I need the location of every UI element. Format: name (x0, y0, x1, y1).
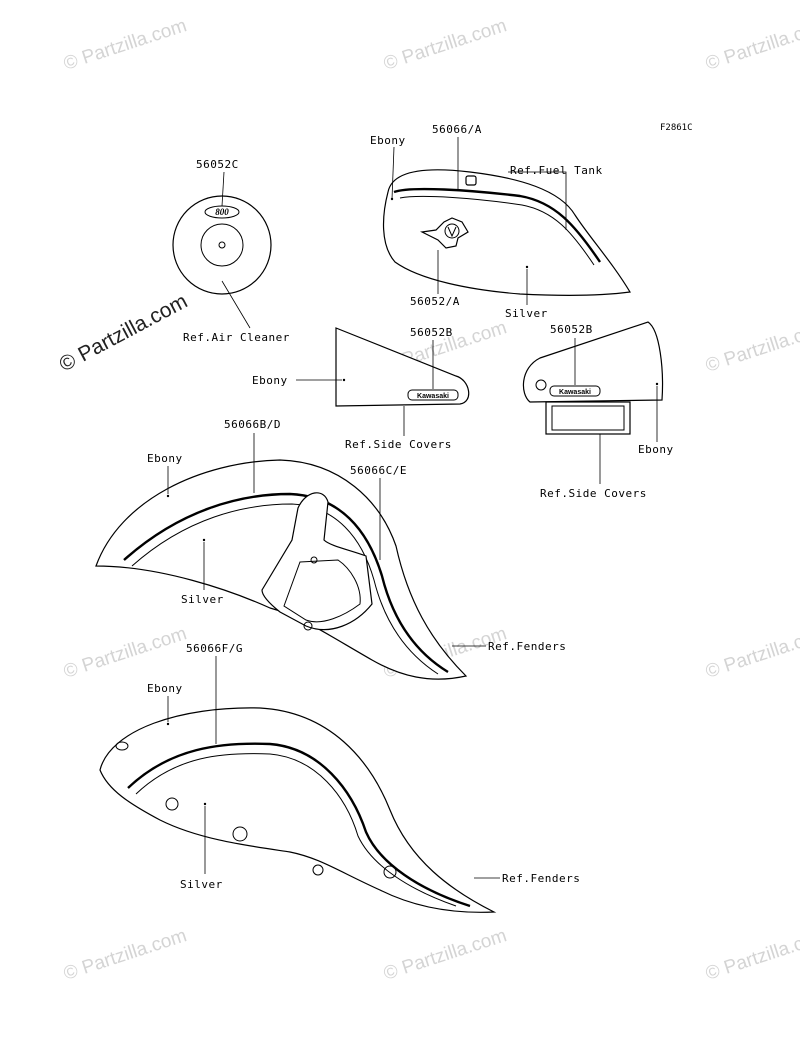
front-fender-color-top: Ebony (147, 452, 183, 465)
side-cover-left-group: Kawasaki 56052B Ebony Ref.Side Covers (252, 326, 470, 451)
air-cleaner-badge-text: 800 (215, 207, 229, 217)
ebony-marker (166, 722, 170, 726)
front-fender-bolt (310, 556, 318, 564)
front-fender-ref: Ref.Fenders (488, 640, 566, 653)
rear-fender-hole (383, 865, 397, 879)
watermark-tile: © Partzilla.com (703, 623, 800, 683)
rear-fender-color-bottom: Silver (180, 878, 223, 891)
ebony-marker (655, 382, 659, 386)
rear-fender-stripe (127, 742, 471, 908)
side-cover-left-color: Ebony (252, 374, 288, 387)
side-cover-right-color: Ebony (638, 443, 674, 456)
rear-fender-stripe-inner (135, 753, 457, 907)
leader-line (508, 171, 567, 230)
rear-fender-hole (165, 797, 179, 811)
rear-fender-ref: Ref.Fenders (502, 872, 580, 885)
side-cover-left-badge (407, 389, 459, 401)
front-fender-stripe-inner (131, 503, 439, 675)
fuel-tank-part-number-emblem: 56052/A (410, 295, 460, 308)
front-fender-color-bottom: Silver (181, 593, 224, 606)
silver-marker (525, 265, 529, 269)
fuel-tank-stripe-inner (399, 195, 595, 266)
fuel-tank-color-right: Silver (505, 307, 548, 320)
side-cover-right-badge (549, 385, 601, 397)
fuel-tank-emblem-v (447, 226, 457, 238)
figure-code: F2861C (660, 123, 693, 133)
fuel-tank-group: Ebony 56066/A Ref.Fuel Tank 56052/A Silv… (370, 123, 631, 320)
front-fender-stripe (123, 492, 449, 674)
watermark-tile: © Partzilla.com (61, 15, 189, 75)
watermark-tile: © Partzilla.com (381, 15, 509, 75)
side-cover-right-group: Kawasaki 56052B Ebony Ref.Side Covers (522, 321, 674, 500)
watermark-tile: © Partzilla.com (61, 925, 189, 985)
fuel-tank-stripe (393, 187, 601, 263)
air-cleaner-ref: Ref.Air Cleaner (183, 331, 290, 344)
side-cover-left-part-number: 56052B (410, 326, 453, 339)
front-fender-bolt (303, 621, 313, 631)
side-cover-right-mount (545, 401, 631, 435)
rear-fender-group: Ebony 56066F/G Silver Ref.Fenders (99, 642, 580, 913)
watermark-tile: © Partzilla.com (703, 925, 800, 985)
front-fender-group: Ebony 56066B/D 56066C/E Silver Ref.Fende… (95, 418, 566, 680)
side-cover-right (522, 321, 664, 403)
fuel-tank-color-left: Ebony (370, 134, 406, 147)
side-cover-left-badge-text: Kawasaki (417, 393, 449, 400)
side-cover-right-badge-text: Kawasaki (559, 389, 591, 396)
air-cleaner-cover (172, 195, 272, 295)
rear-fender-color-top: Ebony (147, 682, 183, 695)
air-cleaner-part-number: 56052C (196, 158, 239, 171)
watermark-tile: © Partzilla.com (61, 623, 189, 683)
fuel-cap (465, 175, 477, 186)
leader-line (221, 171, 225, 207)
silver-marker (203, 802, 207, 806)
side-cover-right-mount-inner (551, 405, 625, 431)
side-cover-right-part-number: 56052B (550, 323, 593, 336)
side-cover-right-ref: Ref.Side Covers (540, 487, 647, 500)
air-cleaner-inner-ring (200, 223, 244, 267)
air-cleaner-center (218, 241, 226, 249)
side-cover-right-hole (535, 379, 547, 391)
front-fender-part-number-stripe2: 56066C/E (350, 464, 407, 477)
leader-line (221, 280, 251, 329)
ebony-marker (166, 494, 170, 498)
watermark-tile: © Partzilla.com (703, 15, 800, 75)
fuel-tank-body (382, 169, 631, 296)
rear-fender-hole (115, 741, 129, 751)
ebony-marker (342, 378, 346, 382)
fuel-tank-ref: Ref.Fuel Tank (510, 164, 603, 177)
watermark-tile: © Partzilla.com (703, 317, 800, 377)
side-cover-left (335, 327, 470, 407)
rear-fender-hole (232, 826, 248, 842)
rear-fender-body (99, 707, 497, 913)
fuel-tank-part-number-stripe: 56066/A (432, 123, 482, 136)
fuel-tank-emblem-ring (444, 223, 460, 239)
leader-line (391, 146, 395, 200)
rear-fender-hole (312, 864, 324, 876)
front-fender-mount-inner (283, 559, 361, 623)
air-cleaner-group: 800 56052C Ref.Air Cleaner (172, 158, 290, 344)
side-cover-left-ref: Ref.Side Covers (345, 438, 452, 451)
front-fender-part-number-stripe: 56066B/D (224, 418, 281, 431)
watermark-tile: © Partzilla.com (381, 925, 509, 985)
watermark-main: © Partzilla.com (56, 290, 192, 377)
rear-fender-part-number-stripe: 56066F/G (186, 642, 243, 655)
silver-marker (202, 538, 206, 542)
